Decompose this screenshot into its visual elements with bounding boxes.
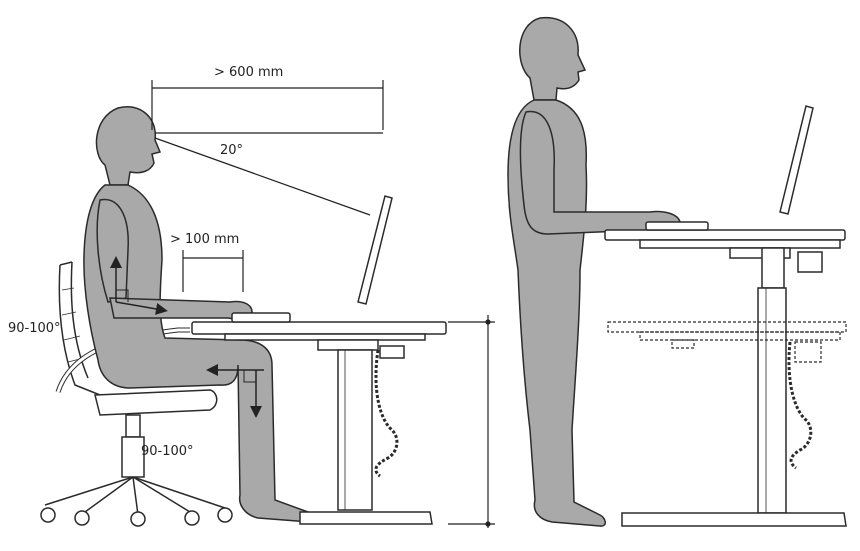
knee-angle-label: 90-100° [141, 444, 194, 459]
viewing-distance-label: > 600 mm [214, 65, 284, 80]
laptop-standing [779, 105, 814, 215]
seated-figure [83, 106, 315, 523]
hand-clearance-label: > 100 mm [170, 232, 240, 247]
seated-angle-arrows [110, 256, 264, 418]
cable-chain-standing [787, 341, 813, 470]
back-angle-label: 90-100° [8, 321, 61, 336]
hand-clearance-dimension [182, 250, 244, 292]
standing-desk-lower-ghost [607, 321, 847, 363]
standing-desk [604, 221, 847, 527]
viewing-angle-label: 20° [220, 143, 244, 158]
standing-figure [507, 16, 681, 527]
viewing-distance-dimension [151, 80, 384, 216]
seated-desk [191, 312, 447, 525]
laptop-seated [357, 195, 393, 305]
office-chair [40, 261, 233, 527]
cable-chain-seated [374, 349, 399, 478]
desk-height-dimension [448, 315, 495, 528]
